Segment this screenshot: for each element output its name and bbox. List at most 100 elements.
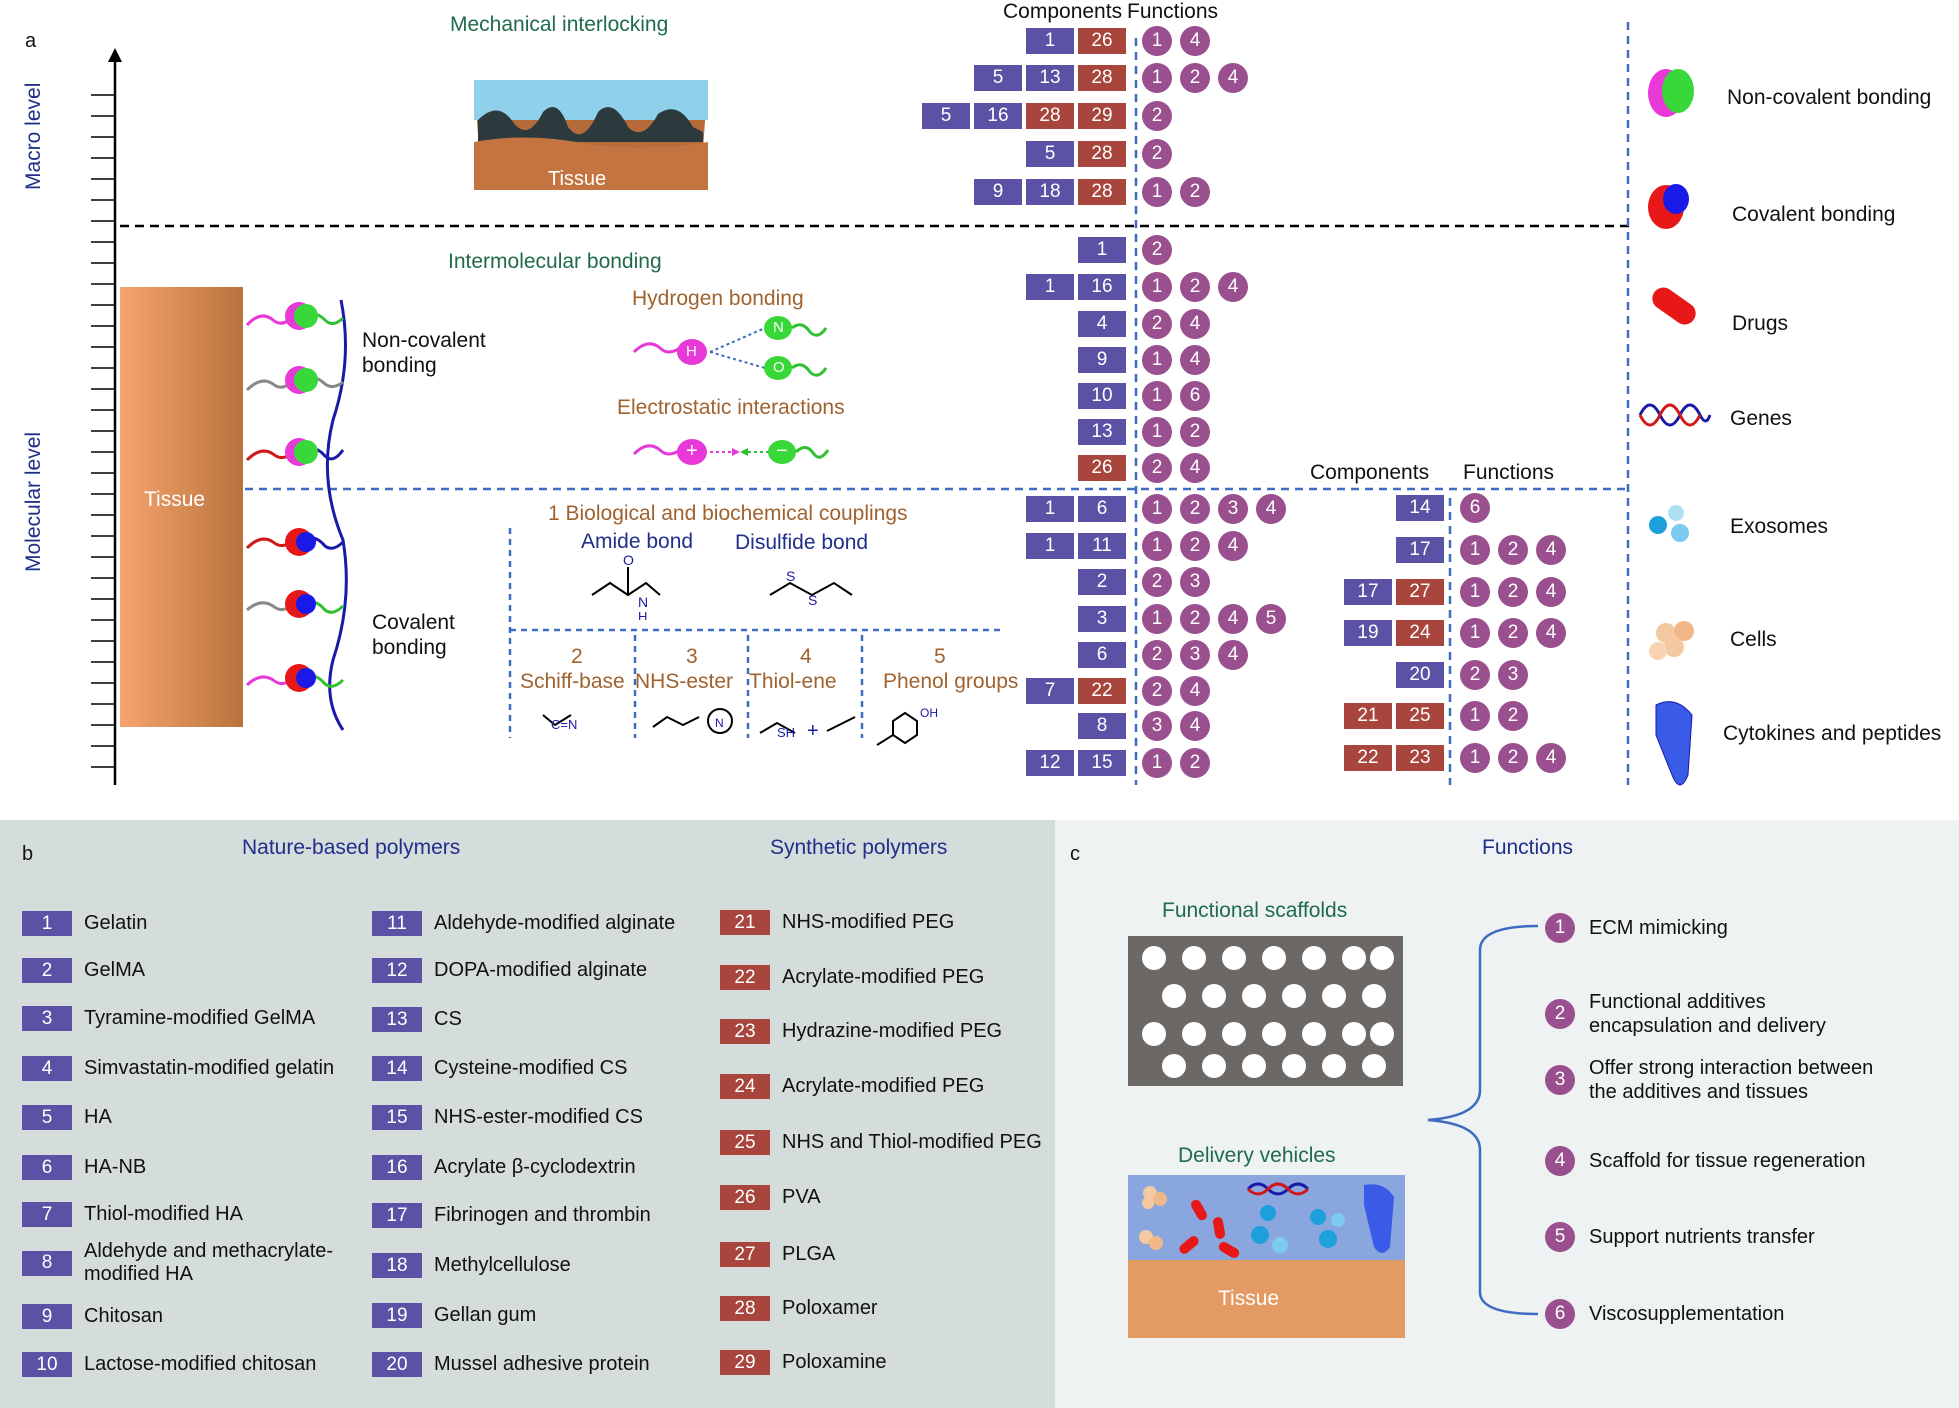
reaction-name: Thiol-ene	[749, 670, 837, 693]
polymer-number: 17	[372, 1203, 422, 1228]
function-number: 2	[1545, 999, 1575, 1029]
function-circle: 1	[1460, 618, 1490, 648]
function-circle: 4	[1180, 453, 1210, 483]
minus-sign: −	[776, 440, 788, 462]
function-circle: 1	[1460, 743, 1490, 773]
functions-header: Functions	[1127, 0, 1219, 23]
function-circle: 1	[1460, 577, 1490, 607]
polymer-name: Chitosan	[84, 1305, 163, 1327]
function-circle: 4	[1218, 604, 1248, 634]
function-circle: 2	[1180, 604, 1210, 634]
polymer-name: NHS and Thiol-modified PEG	[782, 1131, 1042, 1153]
polymer-name: HA-NB	[84, 1156, 147, 1178]
mechanical-interlock-illustration	[474, 80, 708, 190]
function-circle: 4	[1218, 640, 1248, 670]
polymer-name: PLGA	[782, 1243, 836, 1265]
component-box: 26	[1078, 28, 1126, 54]
polymer-number: 8	[22, 1250, 72, 1276]
function-circle: 2	[1498, 535, 1528, 565]
component-box: 1	[1078, 237, 1126, 263]
tissue-top-label: Tissue	[548, 168, 607, 190]
component-box: 5	[1026, 141, 1074, 167]
function-circle: 2	[1460, 660, 1490, 690]
legend-icons	[1638, 69, 1712, 786]
svg-text:+: +	[807, 720, 819, 742]
function-item: 2 Functional additives encapsulation and …	[1545, 990, 1826, 1038]
svg-text:H: H	[638, 609, 647, 620]
hydrogen-bonding-title: Hydrogen bonding	[632, 287, 804, 310]
function-number: 5	[1545, 1222, 1575, 1252]
axis-molecular-label: Molecular level	[22, 431, 45, 572]
component-box: 13	[1078, 419, 1126, 445]
svg-text:SH: SH	[777, 725, 795, 740]
component-box: 17	[1396, 537, 1444, 563]
polymer-number: 24	[720, 1074, 770, 1099]
component-box: 19	[1344, 620, 1392, 646]
component-box: 10	[1078, 383, 1126, 409]
polymer-name: NHS-modified PEG	[782, 911, 955, 933]
polymer-number: 5	[22, 1105, 72, 1130]
component-box: 24	[1396, 620, 1444, 646]
reaction-name: NHS-ester	[635, 670, 734, 693]
polymer-number: 19	[372, 1303, 422, 1328]
polymer-number: 11	[372, 911, 422, 936]
polymer-number: 14	[372, 1056, 422, 1081]
panel-c-label: c	[1070, 843, 1080, 865]
svg-text:OH: OH	[920, 706, 938, 720]
function-circle: 2	[1180, 417, 1210, 447]
function-circle: 1	[1142, 63, 1172, 93]
component-box: 28	[1078, 65, 1126, 91]
polymer-name: Mussel adhesive protein	[434, 1353, 650, 1375]
panel-a-lines	[91, 22, 1630, 785]
electrostatic-title: Electrostatic interactions	[617, 396, 845, 419]
polymer-legend-item: 1 Gelatin	[22, 911, 147, 936]
function-circle: 3	[1498, 660, 1528, 690]
delivery-illustration	[1128, 1175, 1405, 1338]
polymer-number: 13	[372, 1007, 422, 1032]
function-circle: 2	[1142, 640, 1172, 670]
function-circle: 1	[1142, 272, 1172, 302]
polymer-legend-item: 8 Aldehyde and methacrylate- modified HA	[22, 1240, 333, 1286]
function-circle: 2	[1180, 748, 1210, 778]
component-box: 29	[1078, 103, 1126, 129]
axis-ticks	[91, 94, 115, 768]
polymer-name: Acrylate-modified PEG	[782, 966, 985, 988]
polymer-name: Gelatin	[84, 912, 148, 934]
function-text: Functional additives encapsulation and d…	[1589, 991, 1826, 1037]
polymer-number: 16	[372, 1155, 422, 1180]
functions-header-2: Functions	[1463, 461, 1555, 484]
covalent-label: Covalent bonding	[372, 611, 455, 659]
polymer-name: Aldehyde and methacrylate- modified HA	[84, 1240, 334, 1285]
n-letter: N	[773, 319, 784, 336]
polymer-number: 6	[22, 1155, 72, 1180]
component-box: 6	[1078, 642, 1126, 668]
polymer-name: PVA	[782, 1186, 821, 1208]
polymer-name: Simvastatin-modified gelatin	[84, 1057, 335, 1079]
polymer-number: 1	[22, 911, 72, 936]
function-circle: 3	[1180, 567, 1210, 597]
function-circle: 4	[1256, 494, 1286, 524]
function-circle: 1	[1142, 494, 1172, 524]
function-circle: 2	[1142, 235, 1172, 265]
polymer-legend-item: 19 Gellan gum	[372, 1303, 536, 1328]
polymer-name: Acrylate β-cyclodextrin	[434, 1156, 636, 1178]
component-box: 23	[1396, 745, 1444, 771]
polymer-number: 29	[720, 1350, 770, 1375]
polymer-name: Gellan gum	[434, 1304, 537, 1326]
function-circle: 2	[1180, 494, 1210, 524]
function-circle: 2	[1180, 177, 1210, 207]
synthetic-polymers-title: Synthetic polymers	[770, 836, 948, 859]
component-box: 28	[1026, 103, 1074, 129]
